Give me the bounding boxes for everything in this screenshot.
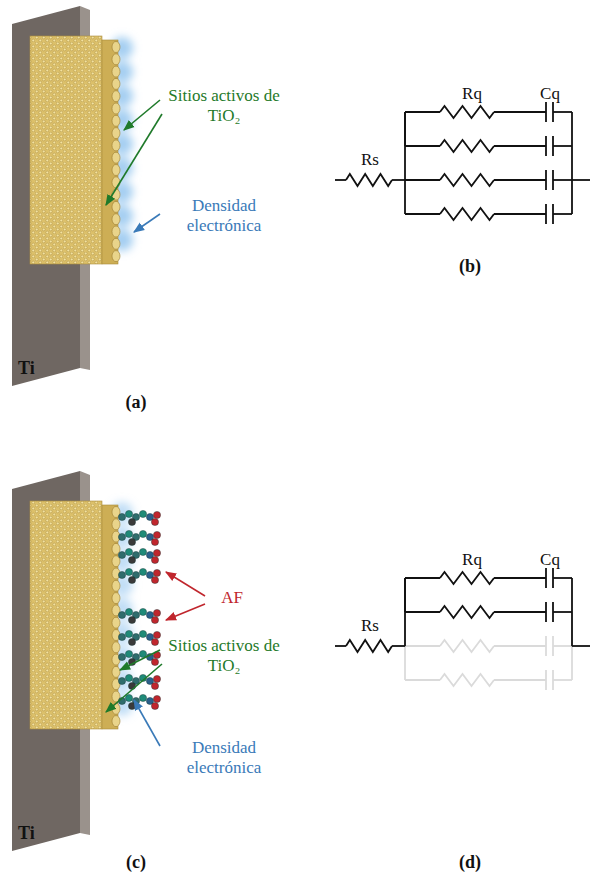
panel-caption: (c) (106, 852, 166, 873)
panel-caption: (a) (106, 392, 166, 413)
resistor-symbol (440, 606, 494, 618)
resistor-symbol (440, 106, 494, 118)
leader-arrow (166, 604, 205, 620)
component-label: Rq (452, 550, 492, 570)
rc-branch (405, 180, 572, 224)
af-molecule (118, 630, 160, 645)
leader-arrow (106, 114, 162, 205)
rc-branch (405, 102, 572, 122)
capacitor-symbol (545, 636, 547, 656)
electron-density-glow (111, 37, 133, 251)
capacitor-symbol (545, 568, 547, 588)
equivalent-circuit (335, 568, 590, 690)
site-label: Sitios activos de TiO₂ (165, 86, 283, 125)
rc-branch (405, 568, 572, 588)
density-label: Densidad electrónica (165, 196, 283, 235)
capacitor-symbol (545, 670, 547, 690)
site-label: Sitios activos de TiO₂ (165, 636, 283, 675)
leader-arrow (134, 700, 160, 746)
capacitor-symbol (545, 602, 547, 622)
resistor-symbol (440, 640, 494, 652)
resistor-symbol (440, 572, 494, 584)
af-molecule (118, 510, 160, 525)
tio2-nanotubes (30, 501, 102, 729)
af-molecule (118, 568, 160, 583)
component-label: Rs (350, 150, 390, 170)
component-label: Cq (530, 550, 570, 570)
component-label: Cq (530, 84, 570, 104)
component-label: Rq (452, 84, 492, 104)
resistor-symbol (346, 174, 392, 186)
titanium-electrode (12, 6, 133, 386)
af-molecule (118, 674, 160, 689)
component-label: Rs (350, 616, 390, 636)
molecule-label: AF (207, 588, 257, 608)
capacitor-symbol (545, 204, 547, 224)
panel-caption: (b) (440, 256, 500, 277)
electrode-label: Ti (18, 358, 48, 379)
capacitor-symbol (545, 170, 547, 190)
af-molecule (118, 608, 160, 623)
panel-caption: (d) (440, 852, 500, 873)
af-molecule (118, 530, 160, 545)
rc-branch (405, 112, 572, 156)
rc-branch (405, 612, 572, 656)
leader-arrow (166, 572, 205, 596)
leader-arrow (106, 664, 162, 712)
tio2-nanotubes (30, 36, 102, 264)
electrode-label: Ti (18, 823, 48, 844)
rc-branch (405, 578, 572, 622)
resistor-symbol (440, 174, 494, 186)
capacitor-symbol (545, 102, 547, 122)
density-label: Densidad electrónica (165, 738, 283, 777)
rc-branch (405, 646, 572, 690)
resistor-symbol (440, 674, 494, 686)
resistor-symbol (440, 208, 494, 220)
af-molecule (118, 548, 160, 563)
titanium-electrode (12, 471, 161, 851)
rc-branch (405, 146, 572, 190)
resistor-symbol (440, 140, 494, 152)
resistor-symbol (346, 640, 392, 652)
equivalent-circuit (335, 102, 590, 224)
leader-arrow (134, 214, 160, 232)
capacitor-symbol (545, 136, 547, 156)
leader-arrow (120, 650, 160, 670)
